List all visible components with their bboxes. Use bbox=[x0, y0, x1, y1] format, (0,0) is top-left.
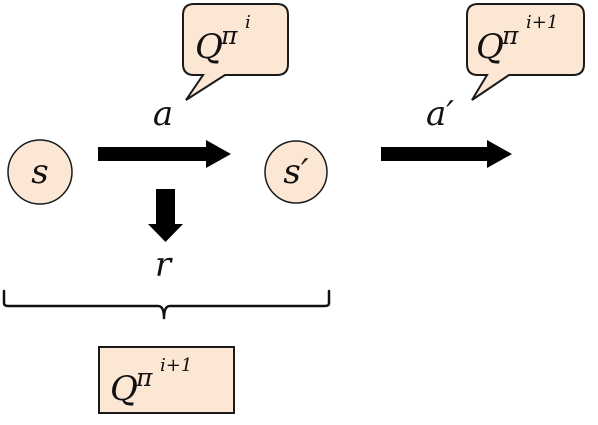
callout-current-q-base: Q bbox=[195, 27, 223, 67]
action-a-prime-label: a′ bbox=[426, 94, 454, 134]
state-s-prime-circle bbox=[264, 140, 328, 204]
state-s-label: s bbox=[31, 152, 48, 192]
action-a-label: a bbox=[153, 94, 173, 134]
callout-current-q-policy: π bbox=[220, 21, 238, 50]
callout-next-q-index: i+1 bbox=[526, 12, 558, 33]
arrow-s-to-s-prime bbox=[98, 140, 231, 168]
callout-next-q-base: Q bbox=[476, 27, 504, 67]
reward-label: r bbox=[155, 245, 173, 285]
arrow-down-to-reward bbox=[148, 189, 183, 242]
callout-next-q-policy: π bbox=[501, 21, 519, 50]
callout-current-q: Q π i bbox=[182, 3, 289, 101]
state-s-circle bbox=[7, 139, 73, 205]
target-q-policy: π bbox=[135, 363, 153, 392]
state-s-node: s bbox=[7, 139, 73, 205]
arrow-s-prime-to-next bbox=[381, 140, 512, 168]
target-q-index: i+1 bbox=[160, 355, 192, 376]
grouping-brace bbox=[2, 289, 331, 320]
callout-current-q-index: i bbox=[245, 12, 251, 33]
state-s-prime-label: s′ bbox=[283, 152, 308, 192]
target-q-box: Q π i+1 bbox=[98, 346, 235, 414]
callout-next-q: Q π i+1 bbox=[466, 3, 585, 101]
callout-next-bubble bbox=[466, 3, 585, 101]
target-q-rect bbox=[98, 346, 235, 414]
callout-current-bubble bbox=[182, 3, 289, 101]
target-q-base: Q bbox=[110, 369, 138, 409]
state-s-prime-node: s′ bbox=[264, 140, 328, 204]
